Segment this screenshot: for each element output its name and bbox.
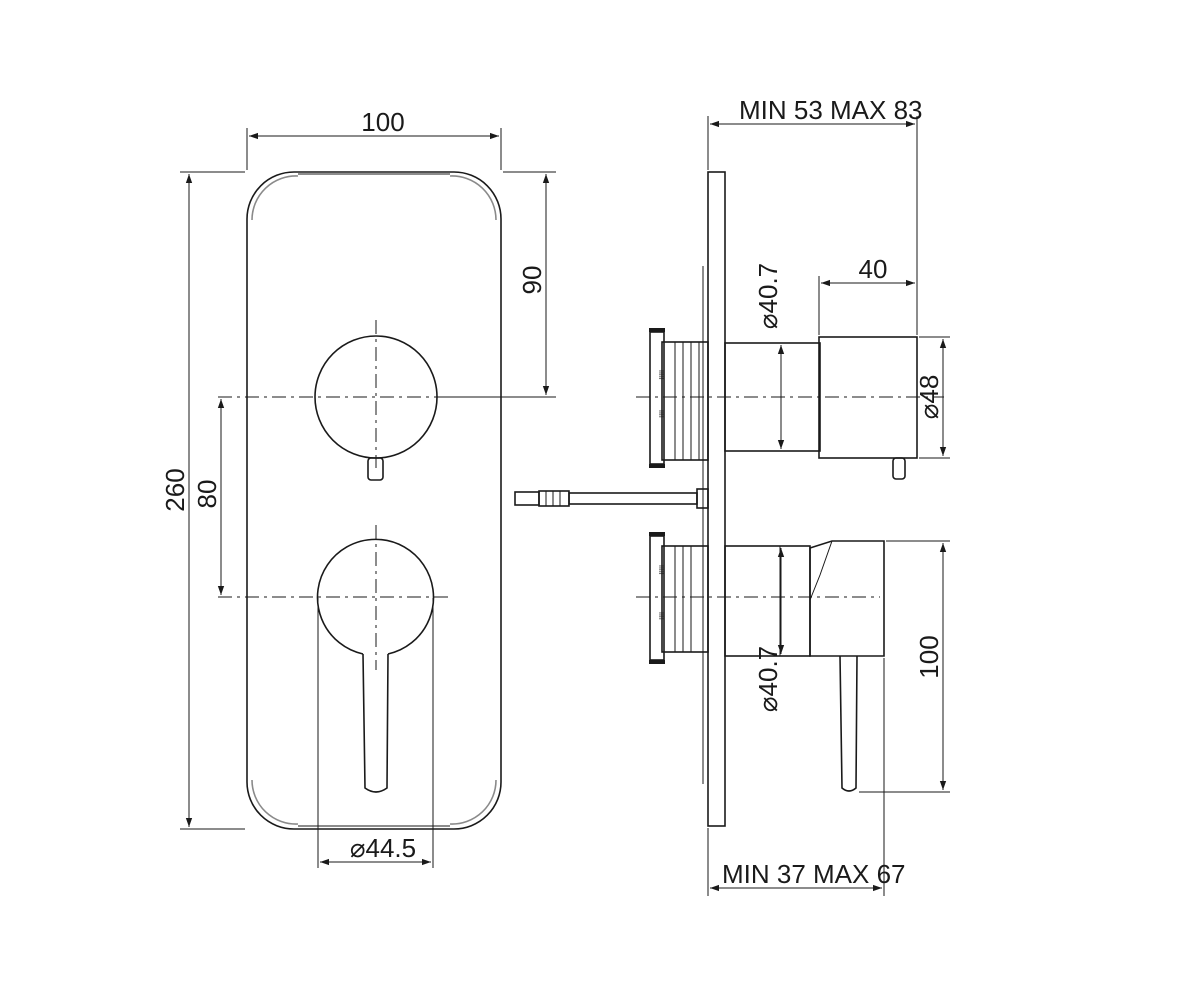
handle-diameter-label: ⌀44.5 [350, 833, 416, 863]
dimension-upper-body-diameter: ⌀40.7 [753, 263, 785, 449]
dimension-lower-handle-length: 100 [859, 540, 950, 793]
center-spacing-label: 80 [192, 480, 222, 509]
side-view: IIIII IIII III [514, 95, 950, 896]
width-label: 100 [361, 107, 404, 137]
bottom-depth-label: MIN 37 MAX 67 [722, 859, 906, 889]
dimension-center-spacing: 80 [192, 399, 225, 595]
lower-body-diameter-label: ⌀40.7 [753, 646, 783, 712]
svg-text:IIII: IIII [657, 410, 664, 418]
upper-knob-side [636, 336, 944, 480]
svg-text:IIII: IIII [657, 612, 664, 620]
height-label: 260 [160, 468, 190, 511]
diverter-pin [514, 488, 709, 509]
upper-handle-diameter-label: ⌀48 [914, 375, 944, 420]
dimension-height: 260 [160, 171, 245, 830]
dimension-lower-body-diameter: ⌀40.7 [753, 548, 785, 712]
dimension-top-to-center: 90 [438, 171, 556, 398]
upper-cartridge: IIIII IIII [649, 328, 709, 468]
svg-text:IIIII: IIIII [657, 565, 664, 575]
dimension-bottom-depth: MIN 37 MAX 67 [707, 658, 906, 896]
upper-knob [218, 320, 450, 481]
dimension-upper-handle-diameter: ⌀48 [914, 336, 950, 459]
plate-profile [702, 171, 726, 827]
top-to-center-label: 90 [517, 266, 547, 295]
upper-body-diameter-label: ⌀40.7 [753, 263, 783, 329]
lower-lever-handle [218, 525, 450, 793]
dimension-body-length: 40 [818, 254, 915, 335]
front-view: 100 260 90 80 ⌀44.5 [160, 107, 556, 868]
dimension-width: 100 [246, 107, 502, 170]
dimension-top-depth: MIN 53 MAX 83 [707, 95, 923, 335]
cover-plate [246, 171, 502, 830]
body-length-label: 40 [859, 254, 888, 284]
top-depth-label: MIN 53 MAX 83 [739, 95, 923, 125]
svg-text:IIIII: IIIII [657, 370, 664, 380]
dimension-handle-diameter: ⌀44.5 [317, 598, 434, 868]
lower-cartridge: IIIII IIII [649, 532, 709, 664]
lower-handle-length-label: 100 [914, 635, 944, 678]
